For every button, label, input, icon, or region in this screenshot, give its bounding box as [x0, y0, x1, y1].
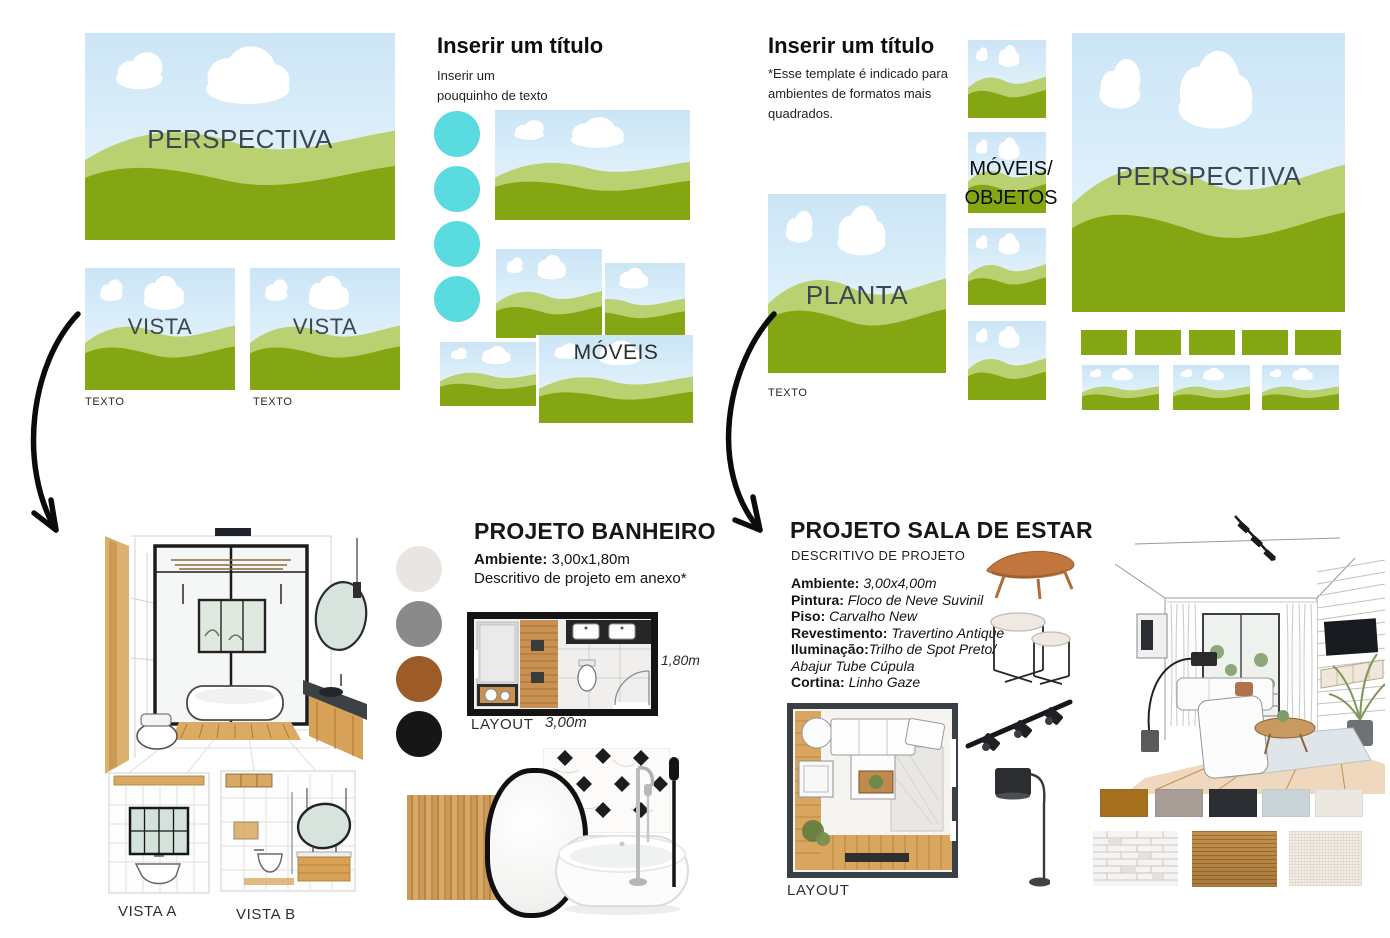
spec-revestimento: Revestimento: Travertino Antique: [791, 624, 1005, 641]
green-slot-1: [1081, 330, 1127, 355]
placeholder-obj-3: [968, 228, 1046, 305]
banheiro-vista-a-sketch: [108, 772, 210, 894]
placeholder-thumb-1: [1082, 365, 1159, 410]
vista-a-label: VISTA A: [118, 903, 177, 920]
green-slot-2: [1135, 330, 1181, 355]
banheiro-dim-width: 3,00m: [545, 714, 587, 731]
coffee-table-image: [980, 543, 1080, 601]
vista-label: VISTA: [127, 314, 193, 340]
texture-linen-sample: [1289, 831, 1362, 886]
spec-piso: Piso: Carvalho New: [791, 608, 918, 624]
placeholder-thumb-3: [1262, 365, 1339, 410]
bullet-circle-4: [434, 276, 480, 322]
vista-b-label: VISTA B: [236, 906, 296, 923]
spec-ambiente: Ambiente: 3,00x4,00m: [791, 575, 937, 591]
arrow-to-sala: [725, 311, 777, 533]
track-light-image: [960, 686, 1078, 760]
sala-subtitle: DESCRITIVO DE PROJETO: [791, 548, 966, 563]
placeholder-obj-4: [968, 321, 1046, 400]
freestanding-faucet: [628, 750, 658, 892]
placeholder-mid-top: [495, 110, 690, 220]
placeholder-mid-small: [438, 340, 549, 408]
placeholder-perspectiva-right: PERSPECTIVA: [1072, 33, 1345, 312]
sala-swatch-5: [1315, 789, 1363, 817]
banheiro-palette-4: [396, 711, 442, 757]
wood-sample: [407, 795, 497, 900]
template-right-note: *Esse template é indicado para ambientes…: [768, 66, 948, 122]
planta-label: PLANTA: [805, 279, 909, 310]
sala-perspective-sketch: [1085, 502, 1385, 794]
ambiente-label: Ambiente:: [474, 551, 548, 568]
banheiro-palette-1: [396, 546, 442, 592]
sala-swatch-2: [1155, 789, 1203, 817]
placeholder-vista-1: VISTA: [85, 268, 235, 390]
banheiro-palette-2: [396, 601, 442, 647]
placeholder-mid-sq-left: [496, 249, 605, 338]
template-left-subtitle: Inserir um pouquinho de texto: [437, 66, 548, 106]
moveis-objetos-line1: MÓVEIS/: [969, 158, 1053, 180]
perspectiva-label: PERSPECTIVA: [147, 124, 333, 155]
sala-swatch-4: [1262, 789, 1310, 817]
banheiro-title: PROJETO BANHEIRO: [474, 518, 716, 544]
template-left-title: Inserir um título: [437, 33, 604, 58]
spec-iluminacao: Iluminação:Trilho de Spot Preto/ Abajur …: [791, 641, 997, 674]
sala-title: PROJETO SALA DE ESTAR: [790, 517, 1093, 543]
placeholder-vista-2: VISTA: [250, 268, 400, 390]
shower-handset: [668, 755, 680, 895]
green-slot-3: [1189, 330, 1235, 355]
banheiro-descritivo: Descritivo de projeto em anexo*: [474, 570, 687, 587]
arrow-to-banheiro: [30, 311, 81, 533]
placeholder-planta: PLANTA: [768, 194, 946, 373]
banheiro-palette-3: [396, 656, 442, 702]
texture-wood-sample: [1192, 831, 1277, 887]
subtitle-line1: Inserir um: [437, 68, 495, 83]
sala-floorplan: [787, 703, 958, 878]
banheiro-ambiente: Ambiente: 3,00x1,80m: [474, 551, 630, 569]
sala-swatch-1: [1100, 789, 1148, 817]
placeholder-moveis: MÓVEIS: [536, 335, 693, 423]
texto-caption-1: TEXTO: [85, 396, 125, 408]
moveis-objetos-label: MÓVEIS/ OBJETOS: [955, 155, 1067, 213]
texture-brick-sample: [1093, 831, 1178, 886]
bullet-circle-3: [434, 221, 480, 267]
banheiro-perspective-sketch: [95, 508, 370, 778]
banheiro-dim-height: 1,80m: [661, 652, 700, 668]
texto-caption-2: TEXTO: [253, 396, 293, 408]
moveis-objetos-line2: OBJETOS: [964, 187, 1058, 209]
placeholder-perspectiva-left: PERSPECTIVA: [85, 33, 395, 240]
bathtub-image: [552, 810, 693, 918]
nesting-tables-image: [988, 606, 1080, 686]
ambiente-value: 3,00x1,80m: [551, 551, 630, 568]
moveis-label: MÓVEIS: [573, 341, 659, 364]
spec-pintura: Pintura: Floco de Neve Suvinil: [791, 591, 984, 608]
green-slot-5: [1295, 330, 1341, 355]
spec-cortina: Cortina: Linho Gaze: [791, 674, 921, 690]
banheiro-vista-b-sketch: [220, 770, 356, 892]
sala-swatch-3: [1209, 789, 1257, 817]
floor-lamp-image: [995, 758, 1050, 893]
sala-layout-label: LAYOUT: [787, 882, 850, 899]
bullet-circle-2: [434, 166, 480, 212]
vista-label: VISTA: [292, 314, 358, 340]
placeholder-thumb-2: [1173, 365, 1250, 410]
template-right-title: Inserir um título: [768, 33, 935, 58]
perspectiva-label: PERSPECTIVA: [1115, 161, 1302, 192]
green-slot-4: [1242, 330, 1288, 355]
bullet-circle-1: [434, 111, 480, 157]
sala-specs: Ambiente: 3,00x4,00m Pintura: Floco de N…: [791, 575, 1006, 691]
placeholder-obj-1: [968, 40, 1046, 118]
banheiro-floorplan: [467, 612, 658, 716]
texto-caption-3: TEXTO: [768, 387, 808, 399]
subtitle-line2: pouquinho de texto: [437, 88, 548, 104]
banheiro-layout-label: LAYOUT: [471, 716, 534, 733]
